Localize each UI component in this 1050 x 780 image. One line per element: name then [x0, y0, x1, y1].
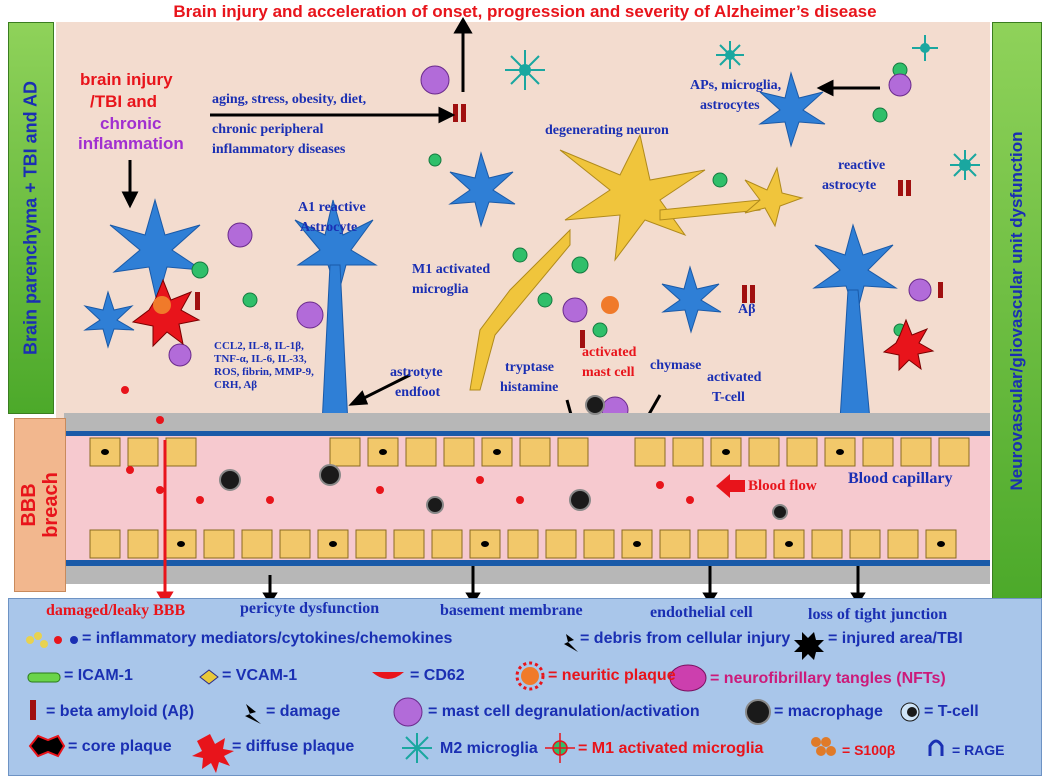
astrocyte-icon — [83, 71, 898, 426]
blood-flow-arrow-icon — [716, 474, 745, 498]
debris-icon — [564, 634, 578, 652]
activated-mast-label-1: activated — [582, 345, 637, 360]
reactive-astrocyte-label-1: reactive — [838, 158, 886, 173]
cytokine-label-1: CCL2, IL-8, IL-1β, — [214, 340, 304, 352]
chronic-label-1: chronic peripheral — [212, 122, 324, 137]
m2-microglia-legend-icon — [402, 733, 432, 763]
beta-amyloid-legend-icon — [30, 700, 36, 720]
brain-injury-label-4: inflammation — [78, 134, 184, 153]
activated-tcell-label-2: T-cell — [712, 390, 745, 405]
legend-neuritic: = neuritic plaque — [548, 667, 676, 684]
a1-astrocyte-label-1: A1 reactive — [298, 200, 366, 215]
legend-damage: = damage — [266, 703, 341, 720]
bbb-breach-box: BBB breach — [14, 418, 66, 592]
legend-nft: = neurofibrillary tangles (NFTs) — [710, 670, 946, 687]
icam1-icon — [27, 672, 61, 683]
chronic-label-2: inflammatory diseases — [212, 142, 346, 157]
inflammatory-mediator-icon — [26, 632, 78, 648]
legend-core-plaque: = core plaque — [68, 738, 172, 755]
figure-title: Brain injury and acceleration of onset, … — [173, 2, 877, 21]
neuron-icon — [469, 133, 804, 391]
legend-icons-svg — [26, 632, 944, 773]
leaky-bbb-label: damaged/leaky BBB — [46, 602, 186, 619]
nft-icon — [669, 664, 707, 692]
beta-amyloid-icon — [195, 104, 943, 348]
endothelial-cell-icon — [89, 437, 970, 559]
legend-vcam1: = VCAM-1 — [222, 667, 298, 684]
blood-flow-label: Blood flow — [748, 478, 817, 494]
legend-macrophage: = macrophage — [774, 703, 883, 720]
s100b-icon — [811, 737, 836, 756]
tcell-legend-icon — [900, 702, 920, 722]
basement-membrane-label: basement membrane — [440, 602, 583, 619]
endothelial-cell-label: endothelial cell — [650, 604, 753, 621]
vcam1-icon — [199, 669, 219, 685]
blood-capillary-label: Blood capillary — [848, 470, 953, 487]
macrophage-icon — [219, 395, 788, 520]
damage-icon — [245, 704, 261, 724]
brain-injury-label-1: brain injury — [80, 70, 173, 89]
macrophage-legend-icon — [745, 699, 771, 725]
tight-junction-label: loss of tight junction — [808, 606, 948, 623]
bbb-breach-label: BBB breach — [18, 472, 62, 538]
legend-s100b: = S100β — [842, 742, 896, 758]
illustration-svg — [64, 17, 990, 600]
aps-label-1: APs, microglia, — [690, 78, 782, 93]
brain-injury-label-2: /TBI and — [90, 92, 158, 111]
cytokine-label-2: TNF-α, IL-6, IL-33, — [214, 353, 307, 365]
aps-label-2: astrocytes — [700, 98, 760, 113]
abeta-label: Aβ — [738, 302, 756, 317]
legend-m2: M2 microglia — [440, 740, 538, 757]
m1-microglia-legend-icon — [545, 733, 575, 763]
aging-label: aging, stress, obesity, diet, — [212, 92, 367, 107]
neuritic-plaque-legend-icon — [515, 661, 545, 691]
endfoot-label-1: astrotyte — [390, 365, 443, 380]
legend-inflammatory: = inflammatory mediators/cytokines/chemo… — [82, 630, 453, 647]
legend-tcell: = T-cell — [924, 703, 979, 720]
pericyte-label: pericyte dysfunction — [240, 600, 380, 617]
histamine-label: histamine — [500, 380, 559, 395]
activated-tcell-label-1: activated — [707, 370, 762, 385]
legend-m1: = M1 activated microglia — [578, 740, 764, 757]
degenerating-neuron-label: degenerating neuron — [545, 123, 669, 138]
legend-icam1: = ICAM-1 — [64, 667, 133, 684]
m1-microglia-label-2: microglia — [412, 282, 469, 297]
endothelial-nucleus-icon — [101, 449, 945, 547]
neuritic-plaque-icon — [153, 296, 619, 314]
legend-cd62: = CD62 — [410, 667, 465, 684]
red-blood-cell-icon — [121, 386, 694, 504]
mast-cell-legend-icon — [393, 697, 423, 727]
m2-microglia-icon — [505, 35, 980, 180]
legend-injured: = injured area/TBI — [828, 630, 963, 647]
legend-debris: = debris from cellular injury — [580, 630, 791, 647]
left-side-bar: Brain parenchyma + TBI and AD — [8, 22, 54, 414]
rage-icon — [928, 739, 944, 756]
cd62-icon — [372, 672, 404, 679]
legend-diffuse-plaque: = diffuse plaque — [232, 738, 355, 755]
a1-astrocyte-label-2: Astrocyte — [300, 220, 358, 235]
core-plaque-legend-icon — [28, 734, 66, 758]
cytokine-label-3: ROS, fibrin, MMP-9, — [214, 366, 314, 378]
legend-mast-cell: = mast cell degranulation/activation — [428, 703, 700, 720]
injured-area-icon — [794, 632, 824, 660]
reactive-astrocyte-label-2: astrocyte — [822, 178, 877, 193]
brain-injury-label-3: chronic — [100, 114, 162, 133]
tryptase-label: tryptase — [505, 360, 554, 375]
m1-microglia-label-1: M1 activated — [412, 262, 491, 277]
activated-mast-label-2: mast cell — [582, 365, 635, 380]
right-side-bar: Neurovascular/gliovascular unit dysfunct… — [992, 22, 1042, 600]
cytokine-label-4: CRH, Aβ — [214, 379, 258, 391]
chymase-label: chymase — [650, 358, 702, 373]
legend-rage: = RAGE — [952, 742, 1005, 758]
diffuse-plaque-legend-icon — [192, 734, 234, 773]
endfoot-label-2: endfoot — [395, 385, 441, 400]
legend-beta: = beta amyloid (Aβ) — [46, 703, 195, 720]
